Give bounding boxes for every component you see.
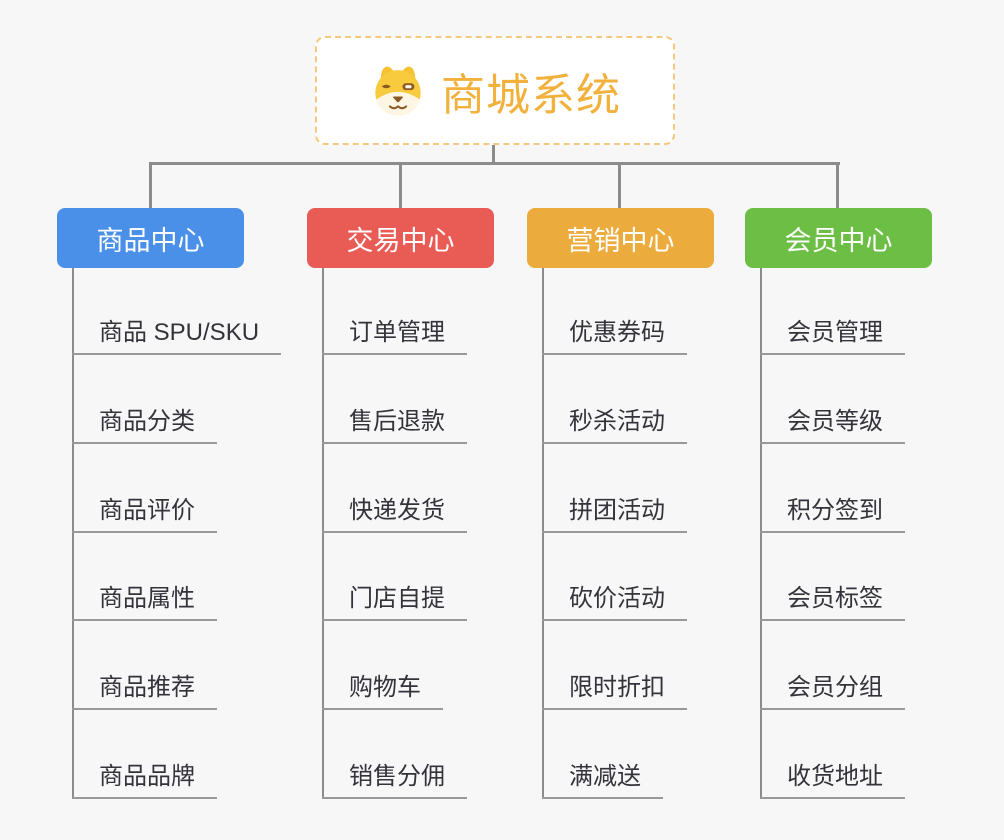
leaf-node[interactable]: 限时折扣	[542, 666, 687, 710]
leaf-node[interactable]: 商品属性	[72, 577, 217, 621]
connector-line	[836, 162, 839, 210]
leaf-node[interactable]: 优惠券码	[542, 311, 687, 355]
root-node[interactable]: 商城系统	[315, 36, 675, 145]
connector-line	[492, 144, 495, 164]
connector-line	[149, 162, 840, 165]
leaf-node[interactable]: 秒杀活动	[542, 400, 687, 444]
connector-line	[399, 162, 402, 210]
branch-label: 会员中心	[784, 225, 893, 256]
leaf-node[interactable]: 销售分佣	[322, 755, 467, 799]
leaf-node[interactable]: 会员标签	[760, 577, 905, 621]
leaf-node[interactable]: 商品品牌	[72, 755, 217, 799]
branch-label: 交易中心	[346, 225, 455, 256]
leaf-node[interactable]: 门店自提	[322, 577, 467, 621]
leaf-node[interactable]: 商品评价	[72, 489, 217, 533]
leaf-node[interactable]: 商品 SPU/SKU	[72, 311, 282, 355]
leaf-node[interactable]: 会员等级	[760, 400, 905, 444]
leaf-node[interactable]: 快递发货	[322, 489, 467, 533]
branch-product-center[interactable]: 商品中心	[57, 208, 244, 268]
leaf-node[interactable]: 商品分类	[72, 400, 217, 444]
connector-line	[618, 162, 621, 210]
root-title: 商城系统	[441, 70, 621, 120]
branch-member-center[interactable]: 会员中心	[745, 208, 932, 268]
leaf-node[interactable]: 收货地址	[760, 755, 905, 799]
leaf-node[interactable]: 拼团活动	[542, 489, 687, 533]
dog-face-icon	[375, 66, 421, 115]
leaf-node[interactable]: 会员分组	[760, 666, 905, 710]
leaf-node[interactable]: 积分签到	[760, 489, 905, 533]
branch-trade-center[interactable]: 交易中心	[307, 208, 494, 268]
branch-marketing-center[interactable]: 营销中心	[527, 208, 714, 268]
leaf-node[interactable]: 商品推荐	[72, 666, 217, 710]
leaf-node[interactable]: 满减送	[542, 755, 663, 799]
leaf-node[interactable]: 购物车	[322, 666, 443, 710]
leaf-node[interactable]: 订单管理	[322, 311, 467, 355]
branch-label: 商品中心	[96, 225, 205, 256]
leaf-node[interactable]: 会员管理	[760, 311, 905, 355]
leaf-node[interactable]: 售后退款	[322, 400, 467, 444]
branch-label: 营销中心	[566, 225, 675, 256]
leaf-node[interactable]: 砍价活动	[542, 577, 687, 621]
connector-line	[149, 162, 152, 210]
